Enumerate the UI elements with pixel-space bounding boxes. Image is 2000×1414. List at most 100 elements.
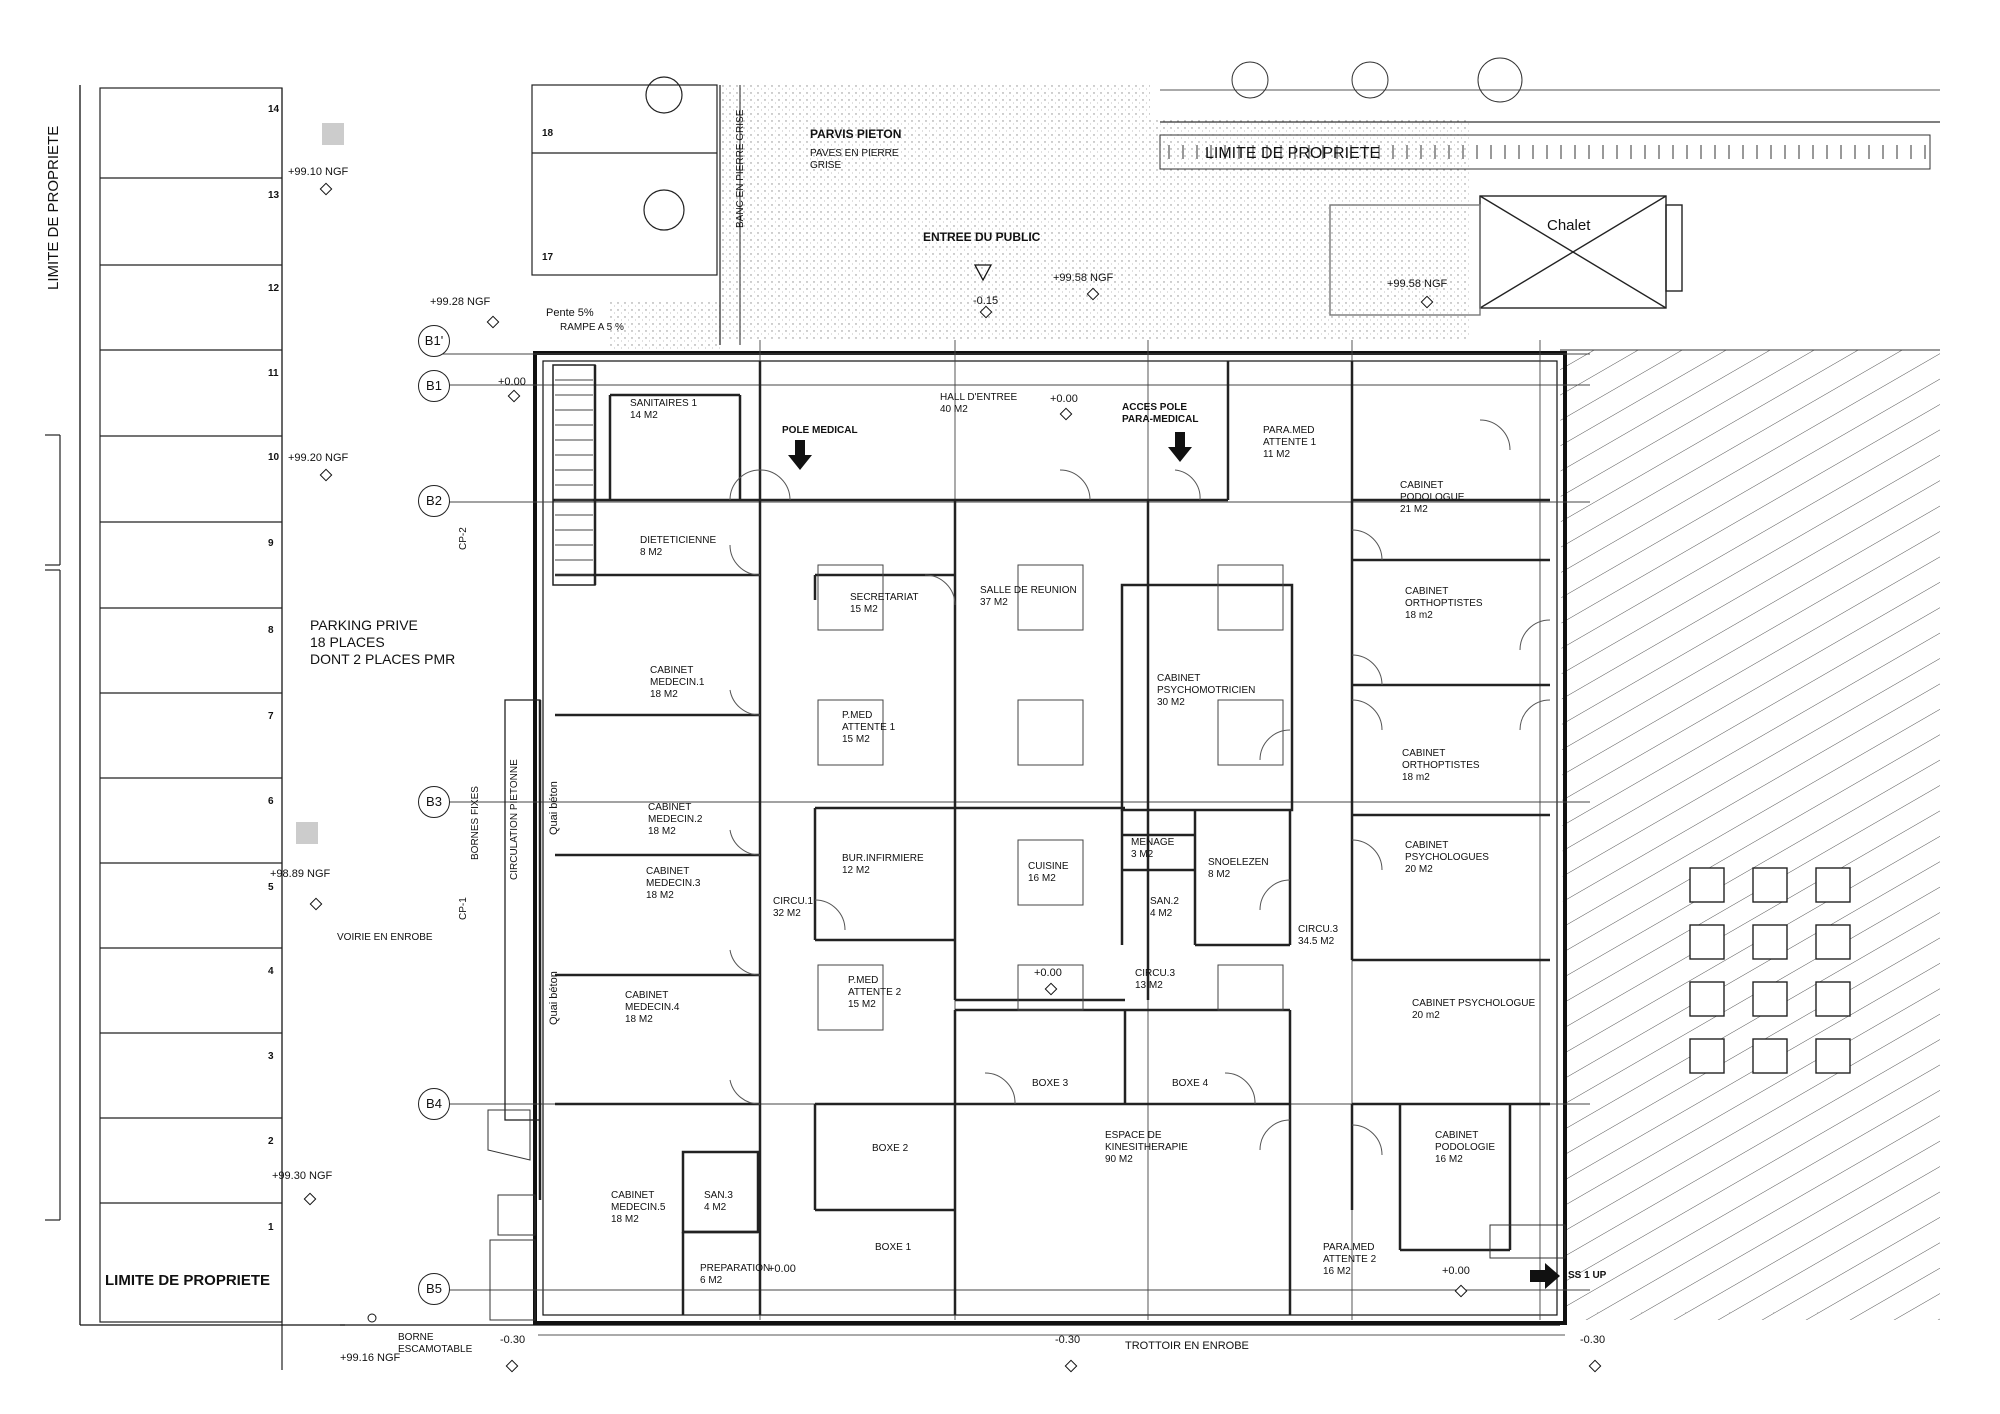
door-arcs [729, 419, 1551, 1156]
parvis-title: PARVIS PIETON [810, 127, 902, 141]
parking-number: 5 [268, 882, 274, 893]
parking-title: PARKING PRIVE [310, 617, 418, 633]
quay-label: Quai béton [548, 781, 560, 835]
public-entrance-label: ENTREE DU PUBLIC [923, 230, 1041, 244]
property-limit-top-label: LIMITE DE PROPRIETE [1205, 145, 1381, 162]
grid-axis-bubble: B2 [418, 485, 450, 517]
section-cp1-label: CP-1 [458, 897, 469, 920]
level-label: -0.30 [1055, 1334, 1081, 1346]
pmr-stalls [531, 76, 718, 276]
furniture-tables [817, 564, 1284, 1031]
level-label: +0.00 [1050, 393, 1078, 405]
parking-number: 13 [268, 190, 280, 201]
parking-number: 10 [268, 452, 280, 463]
level-label: -0.30 [500, 1334, 526, 1346]
pedestrian-circulation-label: CIRCULATION PIETONNE [509, 759, 520, 880]
level-label: +99.16 NGF [340, 1352, 401, 1364]
paramedical-access-label: PARA-MEDICAL [1122, 414, 1199, 425]
level-label: +0.00 [498, 376, 526, 388]
level-label: +0.00 [768, 1263, 796, 1275]
level-label: +0.00 [1442, 1265, 1470, 1277]
quay-label: Quai béton [548, 971, 560, 1025]
pole-medical-label: POLE MEDICAL [782, 425, 858, 436]
building-walls [533, 351, 1567, 1325]
level-label: +99.58 NGF [1053, 272, 1114, 284]
bench-label: BANC EN PIERRE GRISE [735, 109, 746, 228]
hatched-neighbor-area [1560, 349, 1940, 1320]
level-label: +99.10 NGF [288, 166, 349, 178]
parvis-subtitle: GRISE [810, 160, 842, 171]
ss1up-label: SS 1 UP [1568, 1270, 1607, 1281]
parking-number: 2 [268, 1136, 274, 1147]
pmr-stall-number: 18 [542, 128, 554, 139]
parking-number: 6 [268, 796, 274, 807]
grid-axis-bubble: B4 [418, 1088, 450, 1120]
level-markers [303, 182, 1602, 1373]
parking-number: 11 [268, 368, 279, 379]
slope-label: Pente 5% [546, 307, 594, 319]
level-label: +99.20 NGF [288, 452, 349, 464]
parking-number: 4 [268, 966, 274, 977]
parking-number: 12 [268, 283, 280, 294]
level-label: -0.30 [1580, 1334, 1606, 1346]
room-boxe-3: BOXE 3 [1032, 1078, 1069, 1089]
stair [555, 379, 593, 576]
bollard-label: BORNE [398, 1332, 434, 1343]
property-limit-left-label: LIMITE DE PROPRIETE [45, 125, 62, 290]
grid-axis-bubble: B3 [418, 786, 450, 818]
parking-number: 7 [268, 711, 274, 722]
grid-axis-bubble: B5 [418, 1273, 450, 1305]
parvis-subtitle: PAVES EN PIERRE [810, 148, 899, 159]
room-boxe-2: BOXE 2 [872, 1143, 909, 1154]
parking-number: 1 [268, 1222, 274, 1233]
parking-number: 8 [268, 625, 274, 636]
fixed-bollards-label: BORNES FIXES [470, 786, 481, 860]
chalet-label: Chalet [1547, 217, 1591, 234]
parking-pmr: DONT 2 PLACES PMR [310, 651, 456, 667]
ramp-label: RAMPE A 5 % [560, 322, 624, 333]
room-boxe-1: BOXE 1 [875, 1242, 912, 1253]
top-property-fence [1159, 57, 1940, 170]
level-label: +0.00 [1034, 967, 1062, 979]
sidewalk-label: TROTTOIR EN ENROBE [1125, 1340, 1249, 1352]
level-label: +99.58 NGF [1387, 278, 1448, 290]
parking-places: 18 PLACES [310, 634, 385, 650]
interior-walls [504, 361, 1550, 1315]
parking-stalls [45, 87, 283, 1370]
pmr-stall-number: 17 [542, 252, 554, 263]
panel-squares [1689, 867, 1851, 1074]
grid-axis-bubble: B1 [418, 370, 450, 402]
parking-number: 9 [268, 538, 274, 549]
parking-number: 14 [268, 104, 280, 115]
arrows [788, 264, 1560, 1289]
property-limit-bottom-label: LIMITE DE PROPRIETE [105, 1272, 271, 1289]
paramedical-access-label: ACCES POLE [1122, 402, 1188, 413]
bollard-label: ESCAMOTABLE [398, 1344, 473, 1355]
chalet [1329, 195, 1683, 316]
section-cp2-label: CP-2 [458, 527, 469, 550]
